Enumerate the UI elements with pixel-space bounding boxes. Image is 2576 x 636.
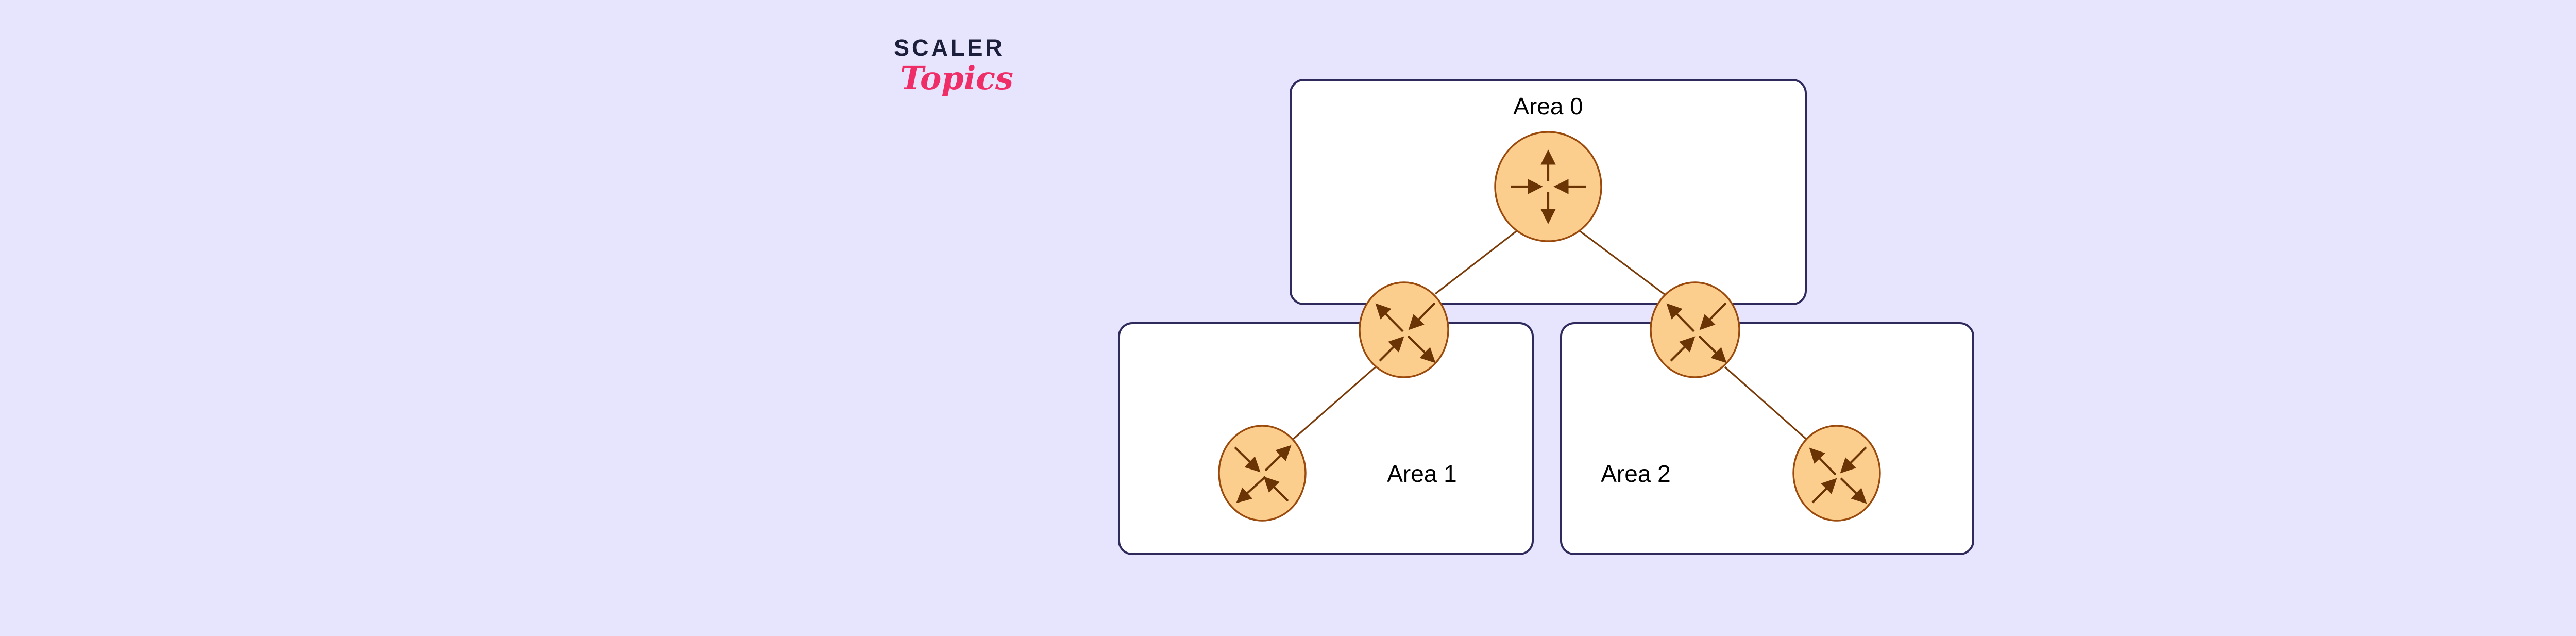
- arrow-up-left-icon: [1263, 476, 1289, 502]
- arrow-up-right-icon: [1811, 478, 1837, 504]
- arrow-down-left-icon: [1840, 477, 1867, 504]
- area-1-label: Area 1: [1387, 460, 1457, 487]
- arrow-up-right-icon: [1264, 445, 1292, 472]
- router-internal-1-node[interactable]: [1218, 425, 1307, 522]
- link-abr-right-to-internal-2: [1724, 366, 1807, 440]
- arrow-up-left-icon: [1375, 303, 1404, 332]
- arrow-down-right-icon: [1699, 302, 1727, 330]
- router-links: [1292, 230, 1807, 440]
- router-internal-2-ellipse[interactable]: [1792, 425, 1881, 522]
- router-abr-right-ellipse[interactable]: [1650, 281, 1740, 378]
- arrow-up-left-icon: [1666, 303, 1695, 332]
- router-internal-2-node[interactable]: [1792, 425, 1881, 522]
- router-abr-left-arrows: [1375, 302, 1436, 363]
- arrow-up-left-icon: [1809, 447, 1837, 476]
- arrow-down-right-icon: [1234, 446, 1261, 473]
- router-backbone-arrows: [1511, 149, 1586, 224]
- link-abr-left-to-internal-1: [1292, 366, 1377, 440]
- area-2-label: Area 2: [1601, 460, 1671, 487]
- area-0-label: Area 0: [1513, 93, 1583, 120]
- arrow-down-left-icon: [1698, 335, 1727, 363]
- arrow-down-left-icon: [1407, 335, 1436, 363]
- area-1-box: [1118, 322, 1534, 555]
- arrow-down-left-icon: [1236, 476, 1266, 504]
- arrow-up-right-icon: [1379, 336, 1404, 362]
- router-internal-1-ellipse[interactable]: [1218, 425, 1307, 522]
- router-abr-left-ellipse[interactable]: [1359, 281, 1449, 378]
- arrow-up-right-icon: [1670, 336, 1696, 362]
- logo-scaler-text: SCALER: [894, 35, 1005, 61]
- area-labels: Area 0 Area 1 Area 2: [1387, 93, 1671, 487]
- router-abr-right-node[interactable]: [1650, 281, 1740, 378]
- router-internal-2-arrows: [1809, 446, 1867, 504]
- arrow-down-right-icon: [1408, 302, 1436, 330]
- router-abr-left-node[interactable]: [1359, 281, 1449, 378]
- link-backbone-to-abr-right: [1579, 230, 1666, 296]
- scaler-topics-logo: SCALER Topics: [894, 36, 1038, 108]
- router-backbone-ellipse[interactable]: [1494, 131, 1602, 242]
- logo-topics-text: Topics: [900, 59, 1013, 97]
- router-abr-right-arrows: [1666, 302, 1727, 363]
- router-backbone-node[interactable]: [1494, 131, 1602, 242]
- link-backbone-to-abr-left: [1435, 230, 1517, 295]
- router-internal-1-arrows: [1234, 445, 1292, 504]
- arrow-down-right-icon: [1840, 446, 1867, 474]
- area-2-box: [1560, 322, 1974, 555]
